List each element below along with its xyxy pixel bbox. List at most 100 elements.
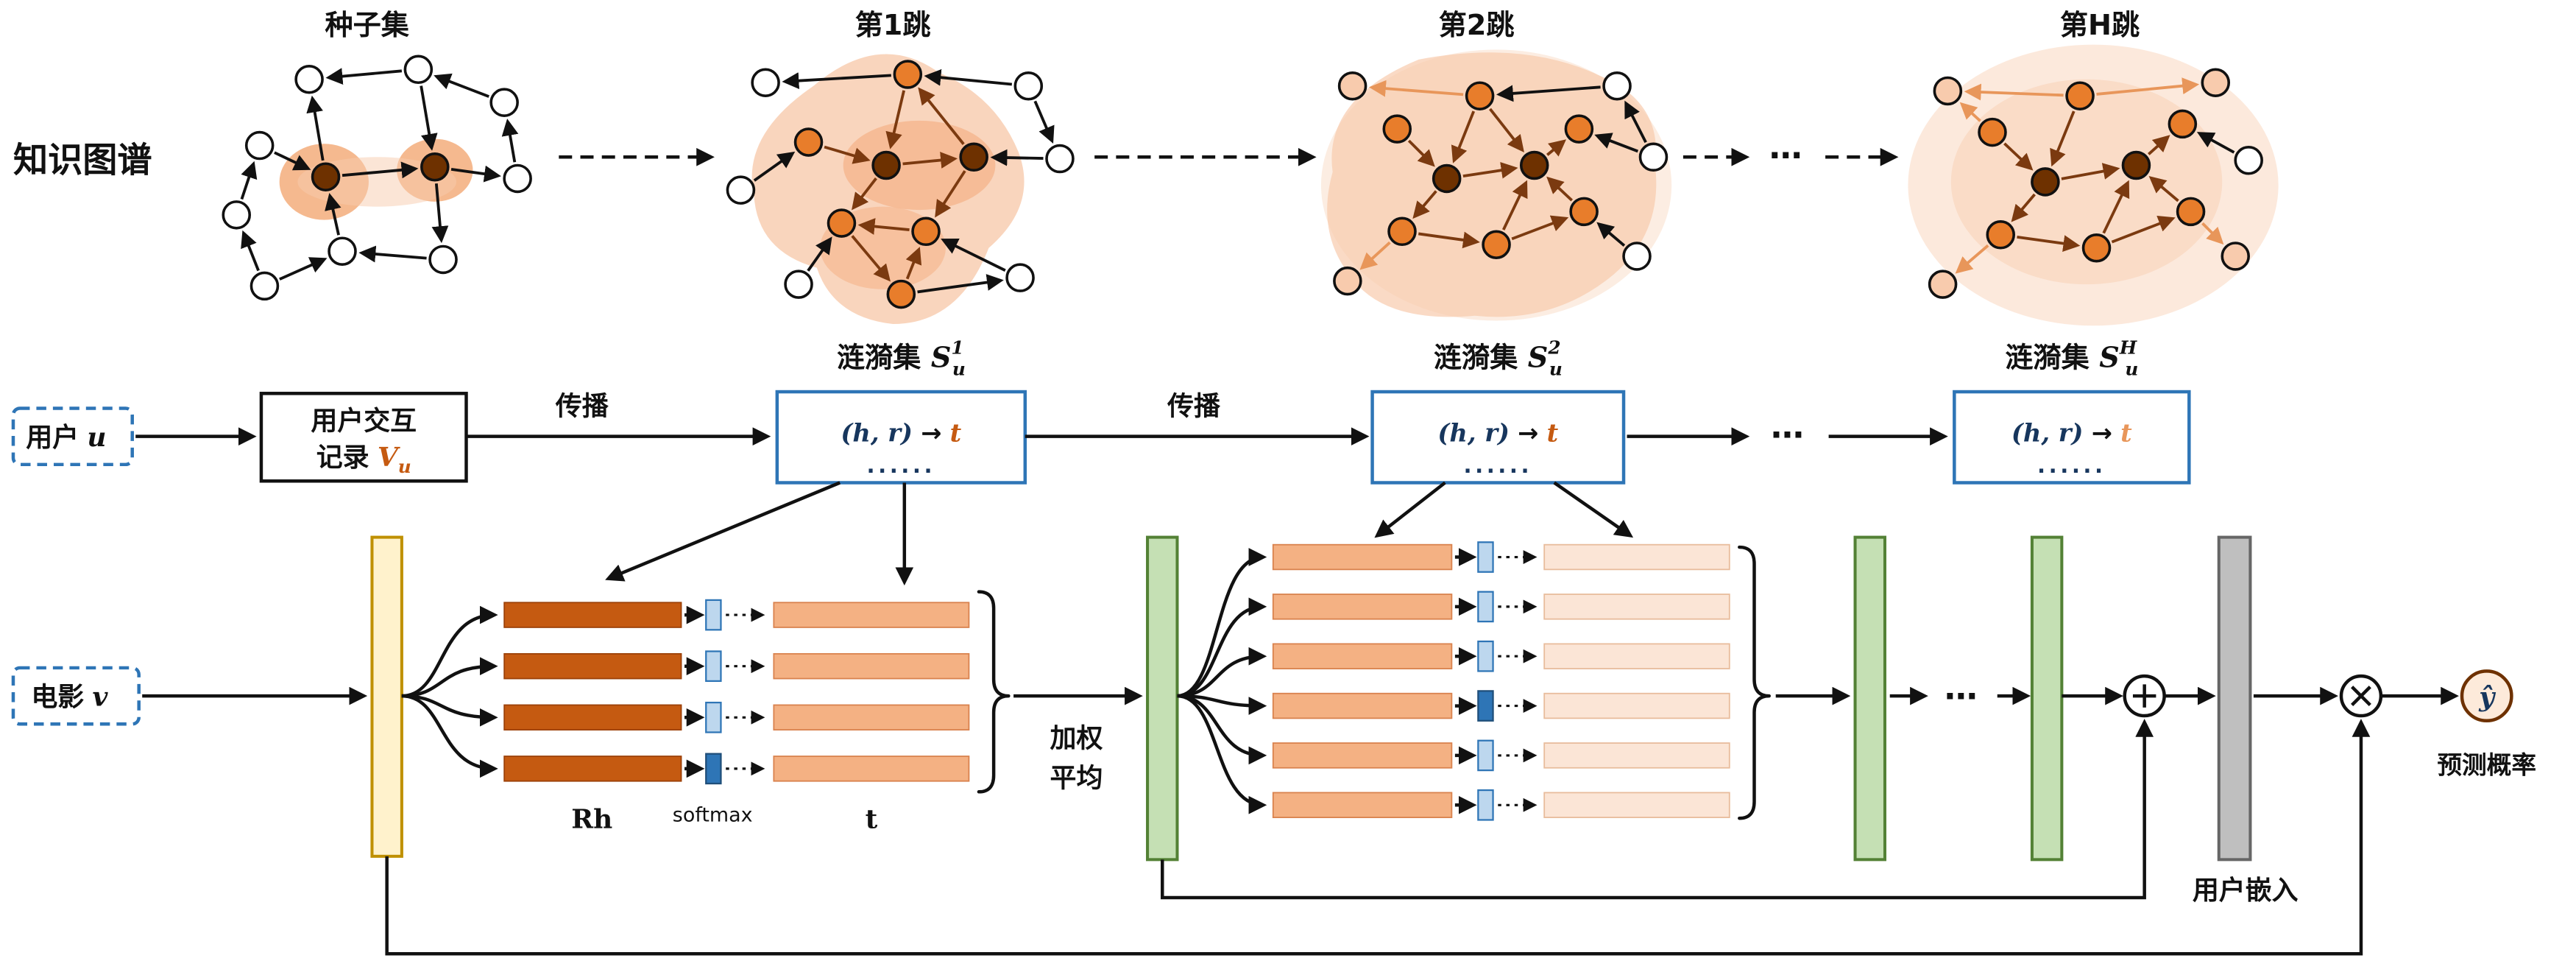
- ripple-set-H-triple: (h, r)→t: [2011, 418, 2132, 447]
- graph-edge: [2111, 215, 2176, 244]
- hopH-output-bar: [2030, 535, 2064, 862]
- skip-item-to-product: [385, 719, 2371, 956]
- graph-edges: [240, 68, 519, 281]
- t-label: t: [866, 804, 878, 835]
- graph-nodes: [1928, 68, 2263, 299]
- softmax-weight-cell: [1477, 541, 1494, 573]
- graph-edge: [2096, 77, 2200, 96]
- hop2-attention-block: [1177, 541, 1730, 821]
- graph-edge: [1462, 161, 1518, 179]
- graph-node-w: [489, 88, 519, 117]
- graph-node-o: [886, 279, 916, 309]
- hop-label: 第2跳: [1439, 10, 1515, 42]
- hop-label: 种子集: [325, 10, 409, 42]
- graph-node-o: [893, 60, 923, 89]
- interaction-history-box: [259, 392, 468, 483]
- prediction-label: 预测概率: [2437, 751, 2536, 780]
- softmax-weight-cell: [1477, 739, 1494, 772]
- graph-node-w: [403, 54, 434, 85]
- graph-edge: [1033, 100, 1055, 144]
- graph-edge: [240, 161, 258, 200]
- graph-node-w: [784, 270, 813, 299]
- graph-edge: [2201, 222, 2224, 245]
- graph-edge: [807, 236, 832, 272]
- propagate-label-1: 传播: [555, 391, 609, 421]
- graph-node-w: [726, 175, 756, 205]
- graph-edge: [1511, 215, 1569, 241]
- weighted-avg-line2: 平均: [1050, 764, 1103, 794]
- oplus-icon: [2123, 674, 2166, 718]
- ripple-blob-inner: [843, 120, 996, 211]
- graph-edge: [857, 218, 910, 235]
- chain-ellipsis: ⋯: [1945, 677, 1978, 716]
- graph-node-s: [2031, 167, 2060, 197]
- graph-edge: [431, 183, 449, 244]
- graph-edge: [2011, 193, 2036, 222]
- graph-edges: [1955, 77, 2235, 274]
- ripple-blob-inner: [1950, 79, 2223, 285]
- graph-edge: [1418, 231, 1480, 249]
- graph-edge: [824, 145, 871, 164]
- brace-hop1: [977, 590, 1011, 794]
- graph-node-w: [1622, 242, 1652, 271]
- graph-edge: [2148, 176, 2179, 202]
- kg-hop-2: 第2跳: [1320, 10, 1672, 321]
- hop1-output-bar: [1146, 535, 1179, 862]
- item-embedding-bar: [370, 535, 403, 858]
- graph-edge: [905, 247, 922, 280]
- graph-node-w: [222, 200, 252, 230]
- softmax-weight-cell: [1477, 690, 1494, 722]
- graph-node-w: [2234, 145, 2263, 175]
- graph-edge: [2017, 235, 2081, 252]
- graph-node-o: [1382, 114, 1412, 144]
- graph-node-w: [751, 68, 780, 97]
- fan-arrow: [1177, 647, 1267, 698]
- ripple-set-2-box: [1370, 390, 1626, 485]
- graph-node-w: [1013, 71, 1044, 101]
- interaction-history-line1: 用户交互: [311, 406, 417, 437]
- graph-edge: [501, 119, 519, 163]
- graph-node-o: [2168, 109, 2198, 139]
- fan-arrow: [401, 657, 498, 698]
- graph-edge: [852, 177, 877, 211]
- relation-head-bar: [1272, 792, 1453, 818]
- ripple-set-H-dots: ......: [2037, 453, 2106, 478]
- graph-edge: [420, 85, 438, 151]
- graph-edge: [450, 165, 501, 183]
- graph-node-o: [1986, 220, 2015, 250]
- softmax-label: softmax: [673, 804, 753, 827]
- relation-head-bar: [503, 602, 682, 628]
- softmax-weight-cell: [705, 701, 722, 733]
- tail-embedding-bar: [1543, 692, 1730, 719]
- knowledge-graph-section: 知识图谱 种子集 第1跳 第2跳 ⋯ 第: [13, 10, 2279, 326]
- graph-edge: [1451, 110, 1476, 163]
- graph-edge: [1496, 85, 1601, 102]
- graph-edge: [1964, 83, 2064, 101]
- graph-node-o: [2065, 81, 2095, 110]
- relation-head-bar: [1272, 594, 1453, 620]
- graph-edge: [941, 238, 1006, 272]
- graph-edge: [1407, 139, 1435, 167]
- graph-node-o: [1465, 81, 1495, 110]
- graph-node-o: [1569, 197, 1599, 227]
- graph-edge: [1501, 180, 1528, 230]
- graph-node-s: [2121, 150, 2151, 180]
- graph-node-w: [503, 163, 532, 194]
- tail-embedding-bar: [1543, 792, 1730, 818]
- relation-head-bar: [1272, 742, 1453, 769]
- graph-edge: [325, 192, 342, 236]
- relation-head-bar: [1272, 643, 1453, 669]
- user-node-box: [11, 406, 134, 467]
- graph-node-o: [2176, 197, 2206, 227]
- graph-node-s: [420, 152, 450, 182]
- kg-hop-seed: 种子集: [222, 10, 532, 301]
- graph-node-w: [1045, 144, 1075, 174]
- graph-node-o: [827, 208, 857, 238]
- ripple-set-2-triple: (h, r)→t: [1437, 418, 1558, 447]
- graph-edge: [885, 90, 906, 149]
- graph-edges: [753, 68, 1055, 294]
